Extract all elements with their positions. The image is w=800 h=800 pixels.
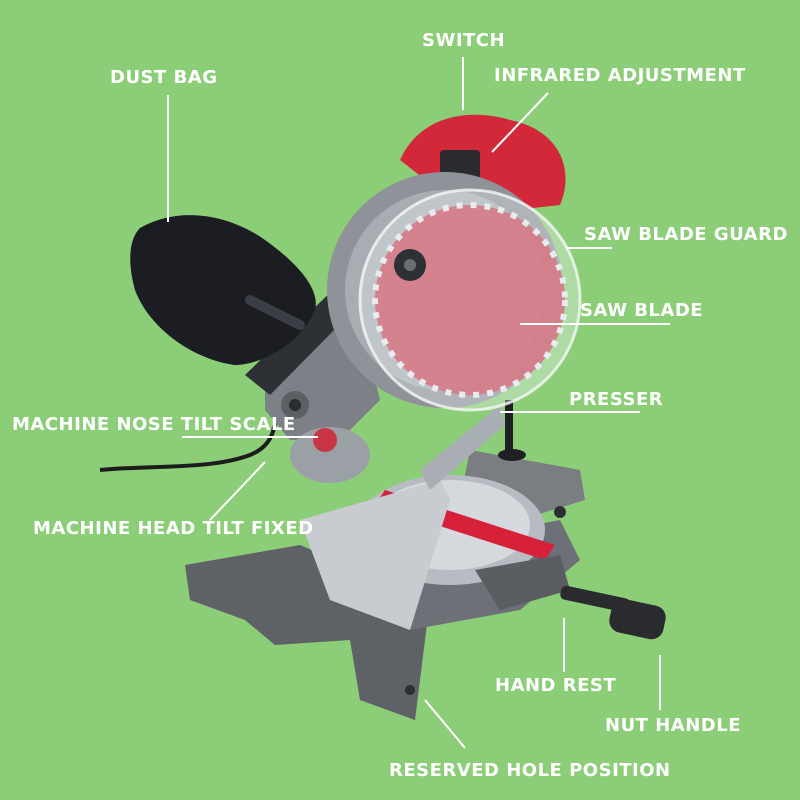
- fence-and-presser: [420, 400, 526, 490]
- label-infrared-adjustment: INFRARED ADJUSTMENT: [494, 65, 746, 86]
- label-saw-blade: SAW BLADE: [580, 300, 704, 321]
- leader-lines: [167, 57, 670, 749]
- turntable: [300, 475, 555, 630]
- blade-assembly: [327, 172, 582, 412]
- reserved-hole-position-leader: [424, 699, 466, 749]
- handle-assembly: [475, 555, 666, 640]
- label-machine-nose-tilt-scale: MACHINE NOSE TILT SCALE: [12, 414, 296, 435]
- dust-bag: [130, 215, 316, 365]
- label-reserved-hole-position: RESERVED HOLE POSITION: [389, 760, 671, 781]
- label-switch: SWITCH: [422, 30, 506, 51]
- label-nut-handle: NUT HANDLE: [605, 715, 741, 736]
- label-machine-head-tilt-fixed: MACHINE HEAD TILT FIXED: [33, 518, 314, 539]
- label-presser: PRESSER: [569, 389, 664, 410]
- infrared-adjustment-leader: [491, 92, 549, 153]
- label-saw-blade-guard: SAW BLADE GUARD: [584, 224, 788, 245]
- machine-head-tilt-fixed-leader: [209, 461, 266, 521]
- label-dust-bag: DUST BAG: [110, 67, 218, 88]
- power-cord: [99, 399, 277, 472]
- label-hand-rest: HAND REST: [495, 675, 617, 696]
